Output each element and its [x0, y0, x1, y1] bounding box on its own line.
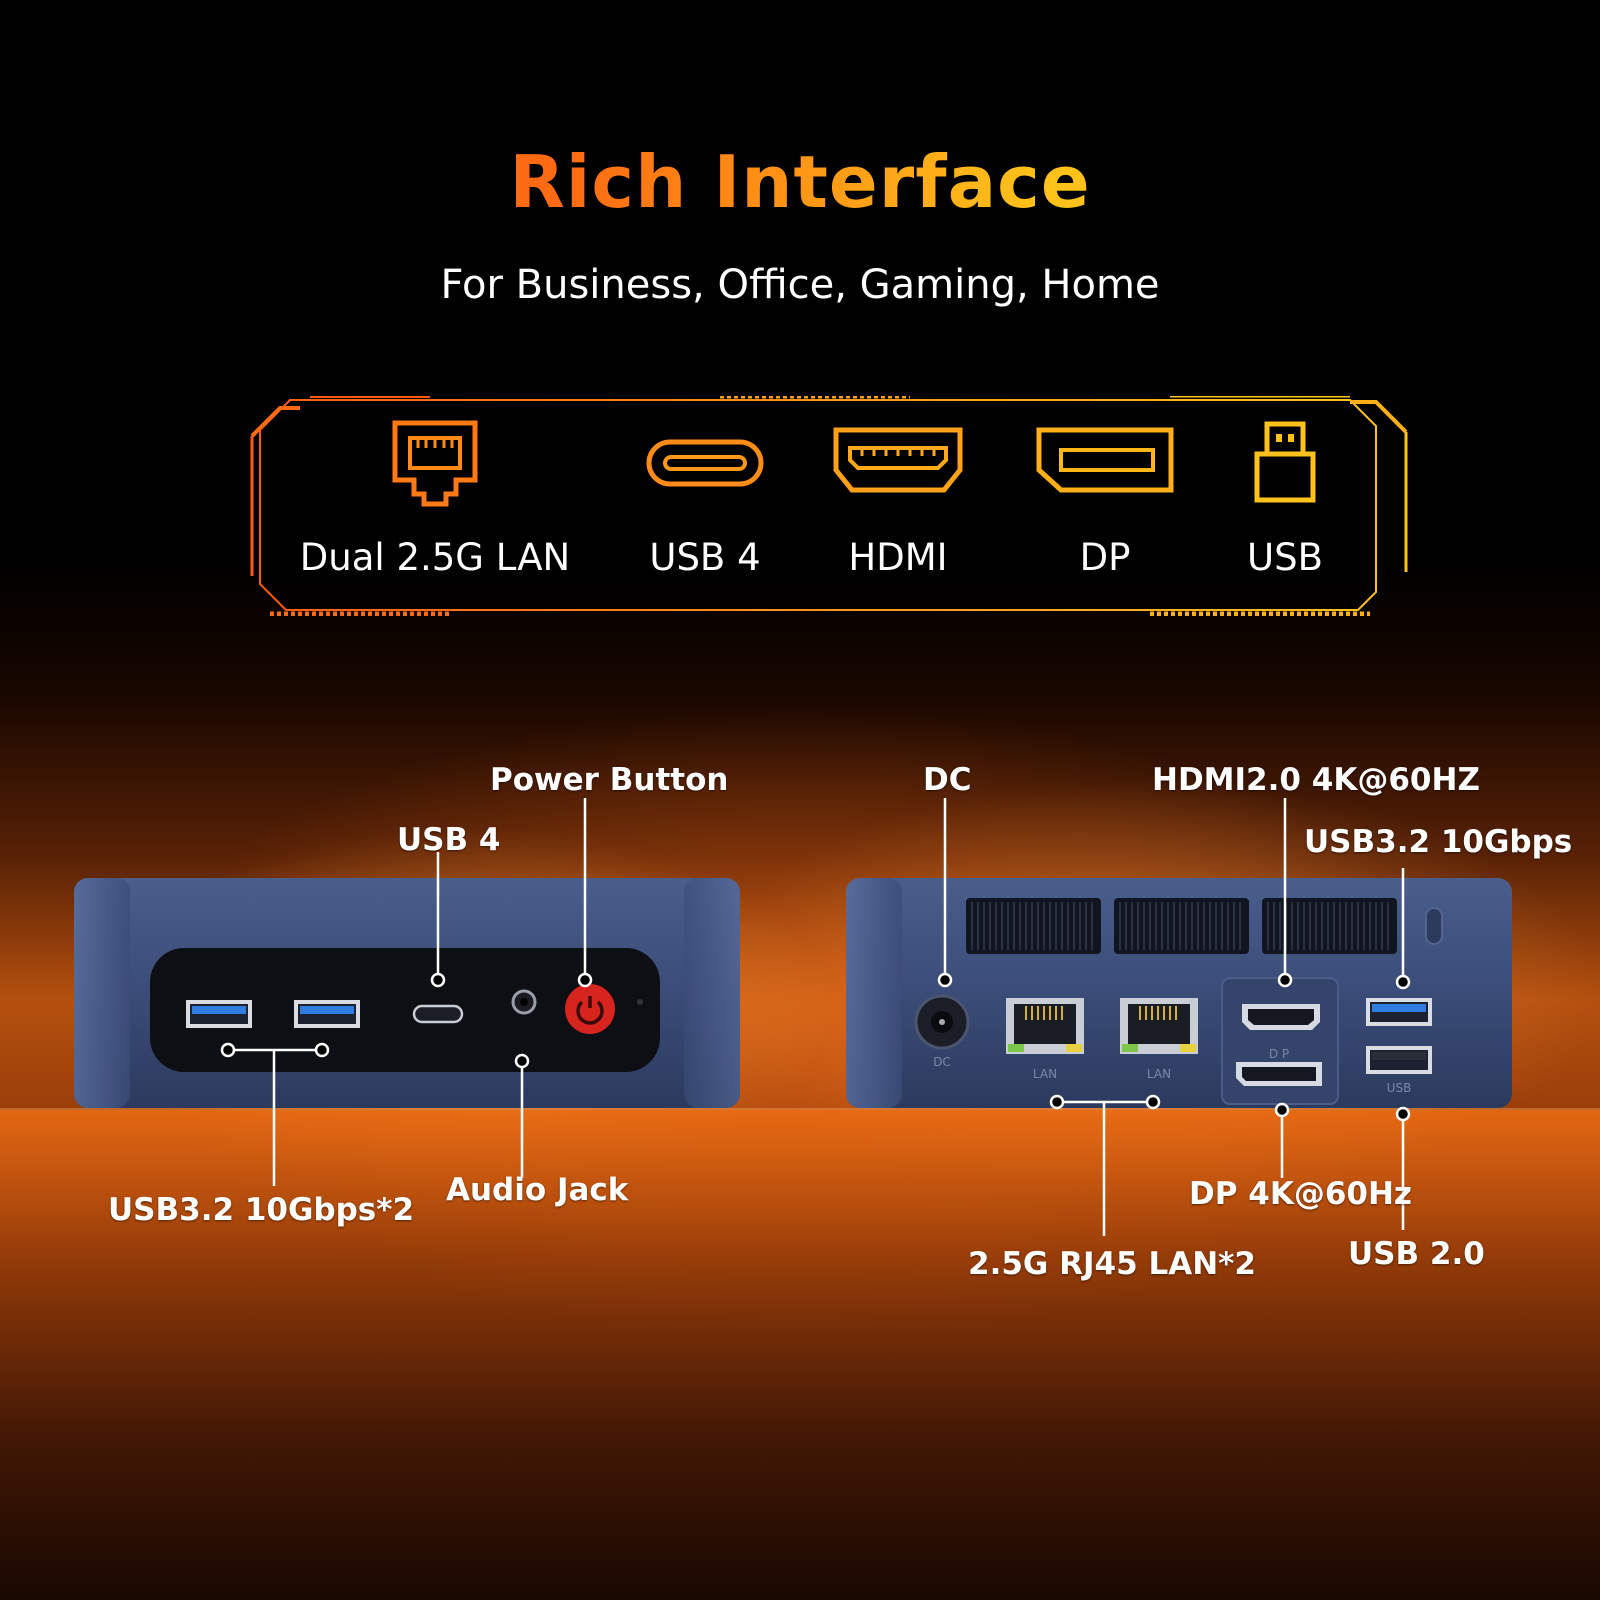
rear-panel-illustration: DC LAN LAN D P	[846, 878, 1512, 1108]
usb2-rear-port	[1366, 1046, 1432, 1074]
lan-port-2	[1120, 998, 1198, 1054]
displayport-icon	[1036, 427, 1174, 493]
callout-usb32-rear: USB3.2 10Gbps	[1304, 824, 1573, 860]
feature-dual-lan: Dual 2.5G LAN	[285, 396, 585, 616]
ethernet-port-icon	[392, 420, 478, 507]
feature-label: HDMI	[848, 536, 948, 579]
interface-feature-panel: Dual 2.5G LAN USB 4 HDMI DP USB	[250, 396, 1410, 616]
feature-hdmi: HDMI	[818, 396, 978, 616]
lan-port-1	[1006, 998, 1084, 1054]
feature-label: USB	[1247, 536, 1323, 579]
mini-pc-rear: DC LAN LAN D P	[846, 878, 1512, 1110]
feature-dp: DP	[1030, 396, 1180, 616]
callout-dc: DC	[923, 762, 972, 798]
page-title: Rich Interface	[0, 140, 1600, 224]
usb3-rear-port	[1366, 998, 1432, 1026]
displayport-port	[1236, 1062, 1322, 1086]
lan-port-label: LAN	[1147, 1067, 1171, 1081]
feature-label: Dual 2.5G LAN	[299, 536, 571, 579]
panel-frame	[250, 396, 1408, 616]
lan-port-label: LAN	[1033, 1067, 1057, 1081]
usb-a-icon	[1254, 421, 1316, 503]
usb-c-port-icon	[646, 439, 764, 487]
cooling-vents	[966, 898, 1397, 954]
horizon-line	[0, 1108, 1600, 1110]
usb3-port-2	[294, 1000, 360, 1028]
hdmi-port-icon	[833, 427, 963, 493]
hdmi-port	[1242, 1004, 1320, 1030]
callout-usb32-front: USB3.2 10Gbps*2	[108, 1192, 415, 1228]
usb3-port-1	[186, 1000, 252, 1028]
page-subtitle: For Business, Office, Gaming, Home	[440, 262, 1160, 308]
usb-c-port	[412, 1004, 464, 1024]
feature-label: DP	[1079, 536, 1131, 579]
callout-power-button: Power Button	[490, 762, 729, 798]
feature-label: USB 4	[649, 536, 761, 579]
power-button	[565, 984, 615, 1034]
callout-hdmi: HDMI2.0 4K@60HZ	[1152, 762, 1480, 798]
feature-usb4: USB 4	[620, 396, 790, 616]
floor-surface	[0, 1110, 1600, 1600]
callout-usb4: USB 4	[397, 822, 501, 858]
callout-audio-jack: Audio Jack	[446, 1172, 629, 1208]
usb-port-label: USB	[1387, 1081, 1412, 1095]
callout-lan: 2.5G RJ45 LAN*2	[968, 1246, 1256, 1282]
callout-usb20: USB 2.0	[1348, 1236, 1485, 1272]
kensington-slot	[1425, 907, 1443, 945]
dp-port-label: D P	[1269, 1047, 1289, 1061]
feature-usb: USB	[1225, 396, 1345, 616]
callout-dp: DP 4K@60Hz	[1189, 1176, 1412, 1212]
dc-port-label: DC	[933, 1055, 951, 1069]
